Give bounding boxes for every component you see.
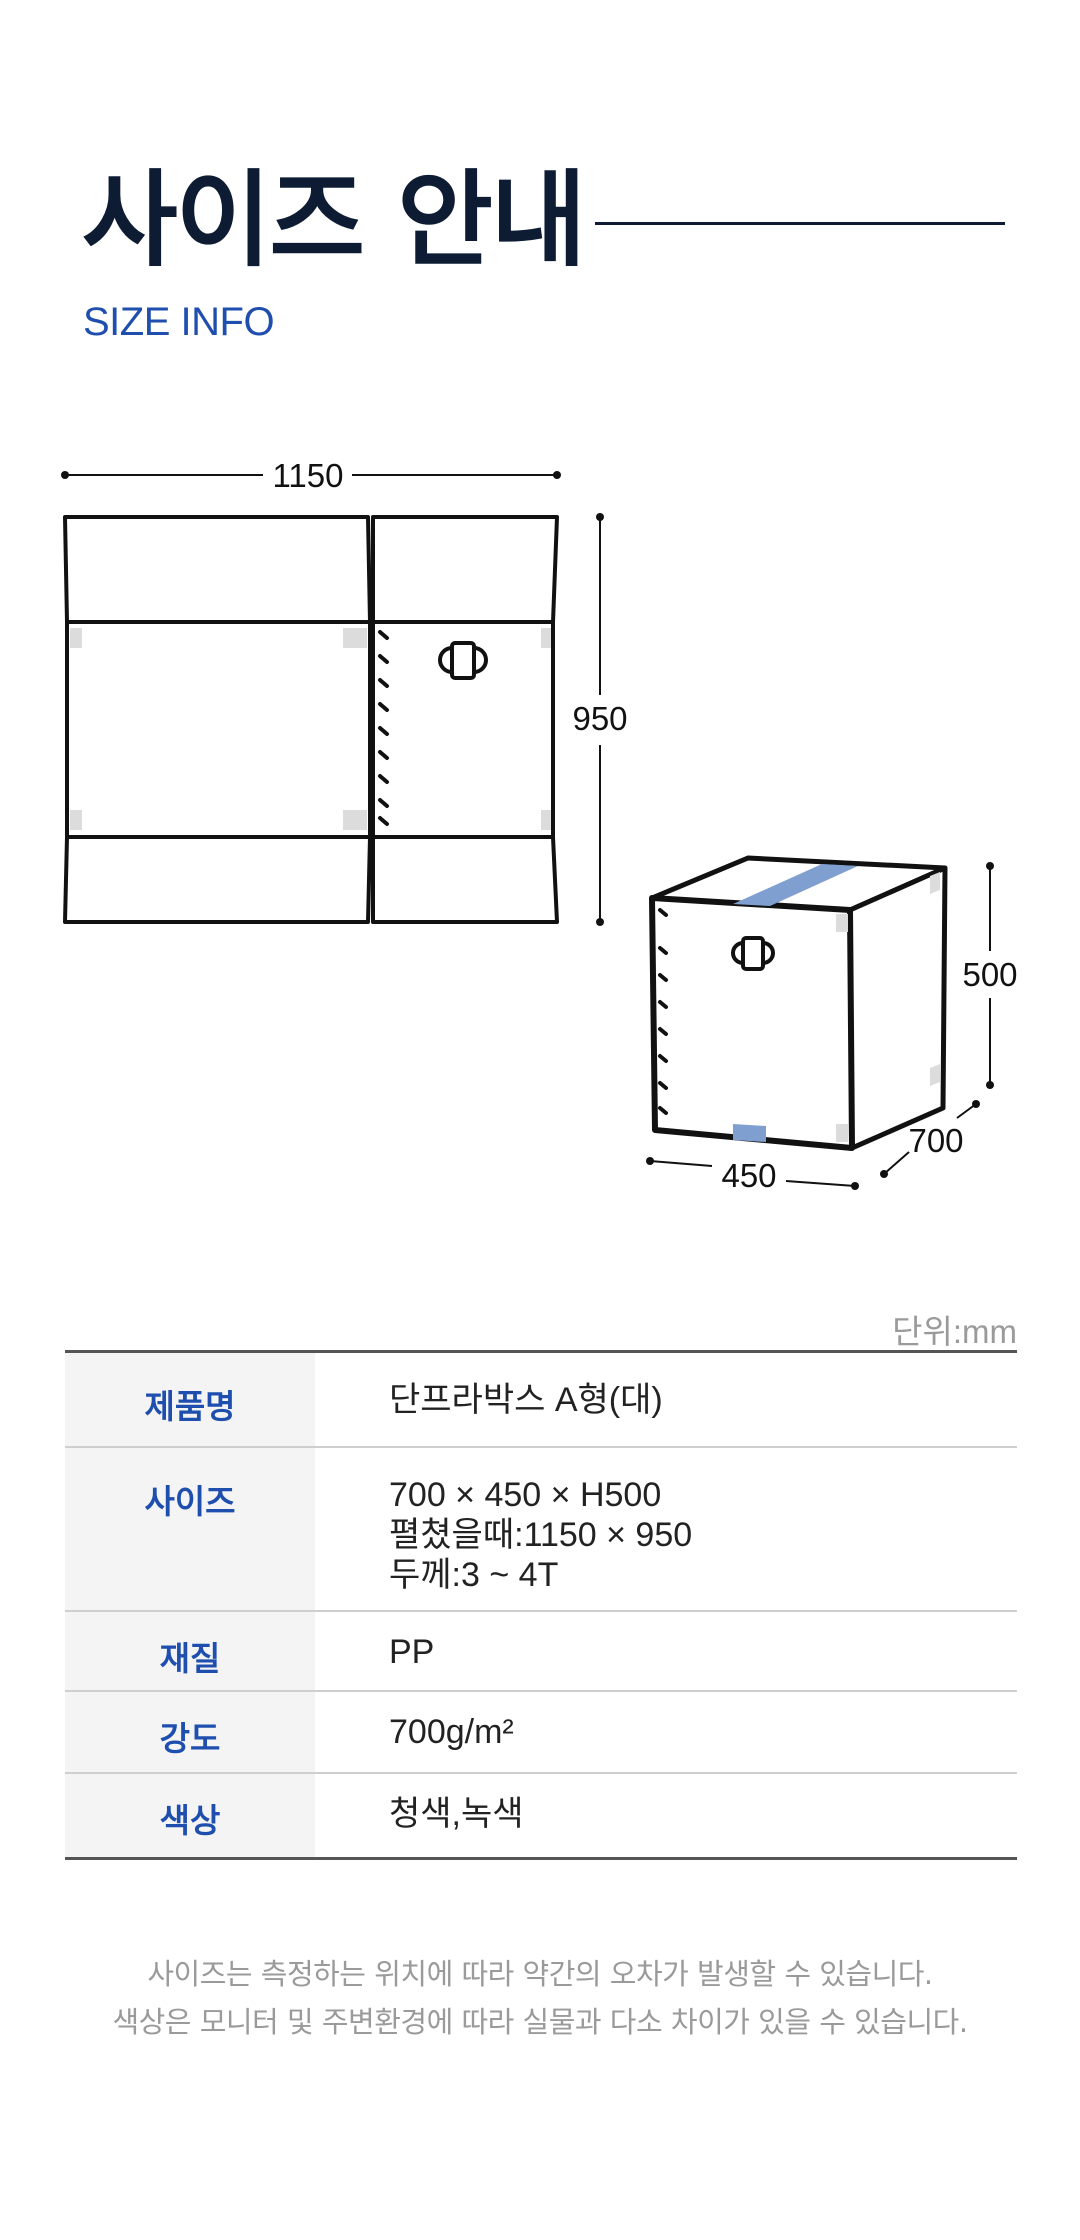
- box-glue-marks: [658, 908, 668, 1115]
- row-label: 제품명: [65, 1353, 315, 1446]
- box-height-label: 500: [962, 956, 1017, 993]
- table-row: 사이즈 700 × 450 × H500 펼쳤을때:1150 × 950 두께:…: [65, 1448, 1017, 1612]
- value-line: 700 × 450 × H500: [389, 1476, 662, 1514]
- disclaimer-line: 색상은 모니터 및 주변환경에 따라 실물과 다소 차이가 있을 수 있습니다.: [112, 2005, 968, 2039]
- table-row: 제품명 단프라박스 A형(대): [65, 1353, 1017, 1448]
- unfolded-height-label: 950: [572, 700, 627, 737]
- row-label: 재질: [65, 1612, 315, 1690]
- value-line: 펼쳤을때:1150 × 950: [389, 1516, 693, 1554]
- row-value: 700 × 450 × H500 펼쳤을때:1150 × 950 두께:3 ~ …: [315, 1448, 1017, 1610]
- box-tape: [733, 864, 858, 1142]
- row-label: 색상: [65, 1774, 315, 1857]
- page-subtitle: SIZE INFO: [83, 300, 275, 344]
- assembled-box-drawing: [649, 855, 948, 1151]
- box-corner-marks: [836, 872, 940, 1142]
- unit-note: 단위:mm: [892, 1313, 1017, 1350]
- value-line: 청색,녹색: [389, 1795, 524, 1833]
- value-line: 단프라박스 A형(대): [389, 1381, 663, 1419]
- box-depth-label: 700: [908, 1122, 963, 1159]
- row-value: PP: [315, 1612, 1017, 1690]
- unfolded-glue-marks: [378, 630, 389, 826]
- title-divider: [595, 222, 1005, 225]
- row-label: 사이즈: [65, 1448, 315, 1610]
- row-label: 강도: [65, 1692, 315, 1772]
- spec-table: 제품명 단프라박스 A형(대) 사이즈 700 × 450 × H500 펼쳤을…: [65, 1350, 1017, 1860]
- disclaimer-line: 사이즈는 측정하는 위치에 따라 약간의 오차가 발생할 수 있습니다.: [147, 1957, 933, 1991]
- box-width-label: 450: [721, 1157, 776, 1194]
- size-diagram: 1150 950 500: [61, 457, 1018, 1194]
- box-handle-icon: [731, 936, 775, 971]
- unfolded-width-label: 1150: [273, 457, 344, 494]
- table-row: 색상 청색,녹색: [65, 1774, 1017, 1857]
- disclaimer: 사이즈는 측정하는 위치에 따라 약간의 오차가 발생할 수 있습니다. 색상은…: [0, 1950, 1080, 2046]
- table-row: 재질 PP: [65, 1612, 1017, 1692]
- value-line: 700g/m²: [389, 1713, 514, 1751]
- row-value: 단프라박스 A형(대): [315, 1353, 1017, 1446]
- table-row: 강도 700g/m²: [65, 1692, 1017, 1774]
- row-value: 700g/m²: [315, 1692, 1017, 1772]
- value-line: PP: [389, 1633, 435, 1671]
- unfolded-corner-marks: [70, 628, 551, 830]
- unfolded-box-drawing: [63, 515, 559, 924]
- value-line: 두께:3 ~ 4T: [389, 1556, 559, 1594]
- page-title: 사이즈 안내: [82, 159, 587, 281]
- row-value: 청색,녹색: [315, 1774, 1017, 1857]
